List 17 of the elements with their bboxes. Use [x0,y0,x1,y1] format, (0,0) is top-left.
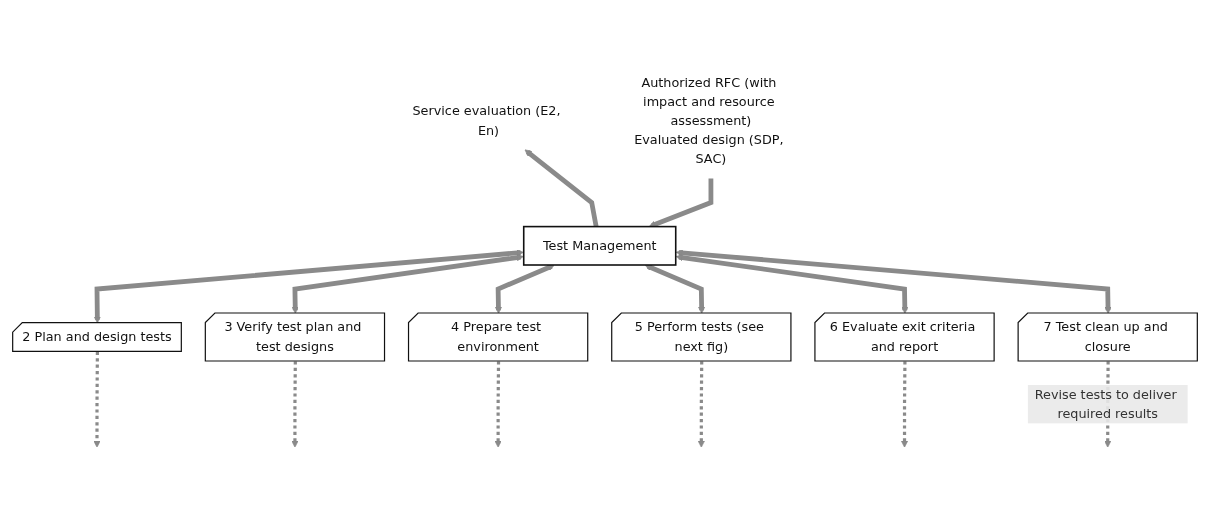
arrow [494,264,555,314]
arrow [675,249,1112,314]
arrow [524,149,599,228]
arrow [644,264,705,314]
arrow [697,361,705,448]
arrow [93,351,100,448]
arrow [291,254,524,314]
arrow [494,361,502,448]
arrow [93,249,524,324]
node-text: Service evaluation (E2, En) [411,103,561,138]
arrow [675,254,908,314]
node-box: Test Management [522,225,677,266]
arrow [290,361,298,448]
arrow [900,361,908,448]
edge-label: Revise tests to deliver required results [1034,386,1177,421]
node-text: Authorized RFC (with impact and resource assessment) Evaluated design (SDP, SAC) [633,74,784,167]
arrow [648,178,713,228]
